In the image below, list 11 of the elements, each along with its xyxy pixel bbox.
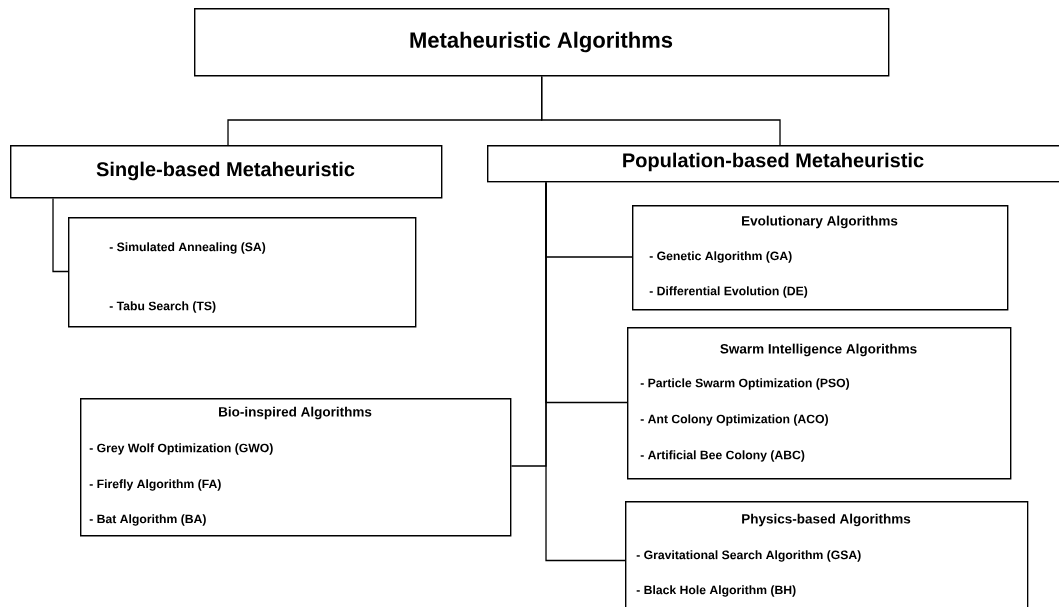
list-box: Bio-inspired Algorithms - Grey Wolf Optimization (GWO) - Firefly Algorithm (FA) - Bat Algorithm (BA) xyxy=(80,398,512,537)
category-box: Population-based Metaheuristic xyxy=(487,145,1059,183)
title-box: Metaheuristic Algorithms xyxy=(194,8,890,77)
list-box: Swarm Intelligence Algorithms - Particle Swarm Optimization (PSO) - Ant Colony Optimization (ACO) - Artificial Bee Colony (ABC) xyxy=(627,327,1012,480)
list-box: Physics-based Algorithms - Gravitational Search Algorithm (GSA) - Black Hole Algorithm (BH) xyxy=(625,501,1029,607)
list-box: - Simulated Annealing (SA) - Tabu Search (TS) xyxy=(68,217,417,328)
connector-line xyxy=(52,197,69,273)
category-box: Single-based Metaheuristic xyxy=(10,145,443,199)
connector-line xyxy=(541,75,781,146)
connector-line xyxy=(545,181,626,562)
list-box: Evolutionary Algorithms - Genetic Algorithm (GA) - Differential Evolution (DE) xyxy=(632,205,1009,311)
